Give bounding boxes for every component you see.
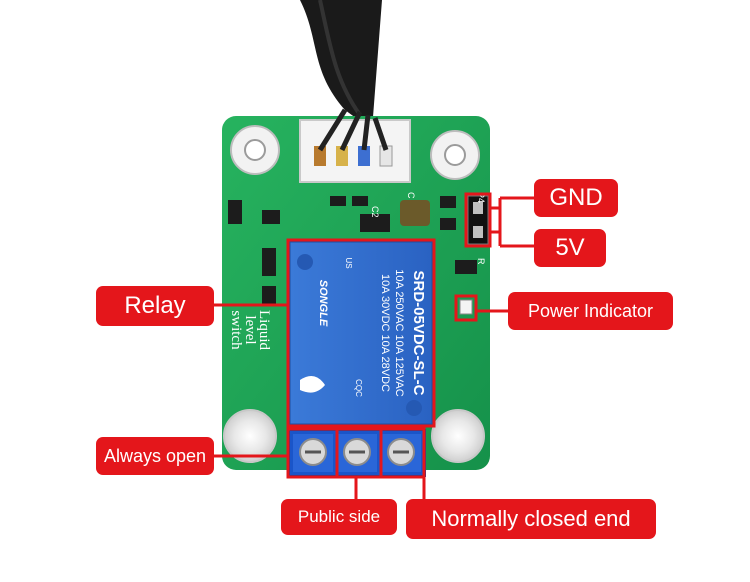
- 5v-label: 5V: [534, 229, 606, 267]
- gnd-label: GND: [534, 179, 618, 217]
- pin-label-p4: P4: [476, 192, 486, 203]
- relay-label: Relay: [96, 286, 214, 326]
- wire-connector: [299, 108, 411, 183]
- pcb-silkscreen: Liquid level switch: [228, 310, 272, 350]
- relay-rating-text-1: 10A 250VAC 10A 125VAC: [393, 269, 405, 396]
- header-pins: [467, 195, 489, 245]
- led-highlight-box: [454, 294, 478, 322]
- power-indicator-label: Power Indicator: [508, 292, 673, 330]
- pin-label-c: C: [406, 192, 416, 199]
- always-open-label: Always open: [96, 437, 214, 475]
- relay-model-text: SRD-05VDC-SL-C: [410, 270, 427, 395]
- relay-us-text: US: [344, 257, 353, 268]
- screw-terminal: [288, 429, 426, 477]
- relay-cqc-text: CQC: [354, 379, 363, 397]
- relay-brand-text: SONGLE: [317, 280, 329, 327]
- relay-highlight-box: [286, 238, 436, 428]
- relay-rating-text-2: 10A 30VDC 10A 28VDC: [379, 274, 391, 392]
- mounting-hole-top-left: [230, 125, 280, 175]
- silkscreen-line-3: switch: [228, 310, 244, 350]
- silkscreen-line-2: level: [242, 315, 258, 344]
- relay: SRD-05VDC-SL-C 10A 250VAC 10A 125VAC 10A…: [289, 241, 433, 425]
- public-side-label: Public side: [281, 499, 397, 535]
- pin-label-r: R: [476, 258, 486, 265]
- silkscreen-line-1: Liquid: [256, 310, 272, 350]
- mounting-hole-bottom-left: [223, 409, 277, 463]
- mounting-hole-bottom-right: [431, 409, 485, 463]
- callout-lines: [214, 192, 534, 499]
- cable: [300, 0, 382, 130]
- pins-highlight-box: [464, 192, 492, 248]
- smd-components: [228, 196, 477, 315]
- normally-closed-label: Normally closed end: [406, 499, 656, 539]
- mounting-hole-top-right: [430, 130, 480, 180]
- songle-logo-icon: [300, 376, 325, 393]
- pin-label-c2: C2: [370, 206, 380, 218]
